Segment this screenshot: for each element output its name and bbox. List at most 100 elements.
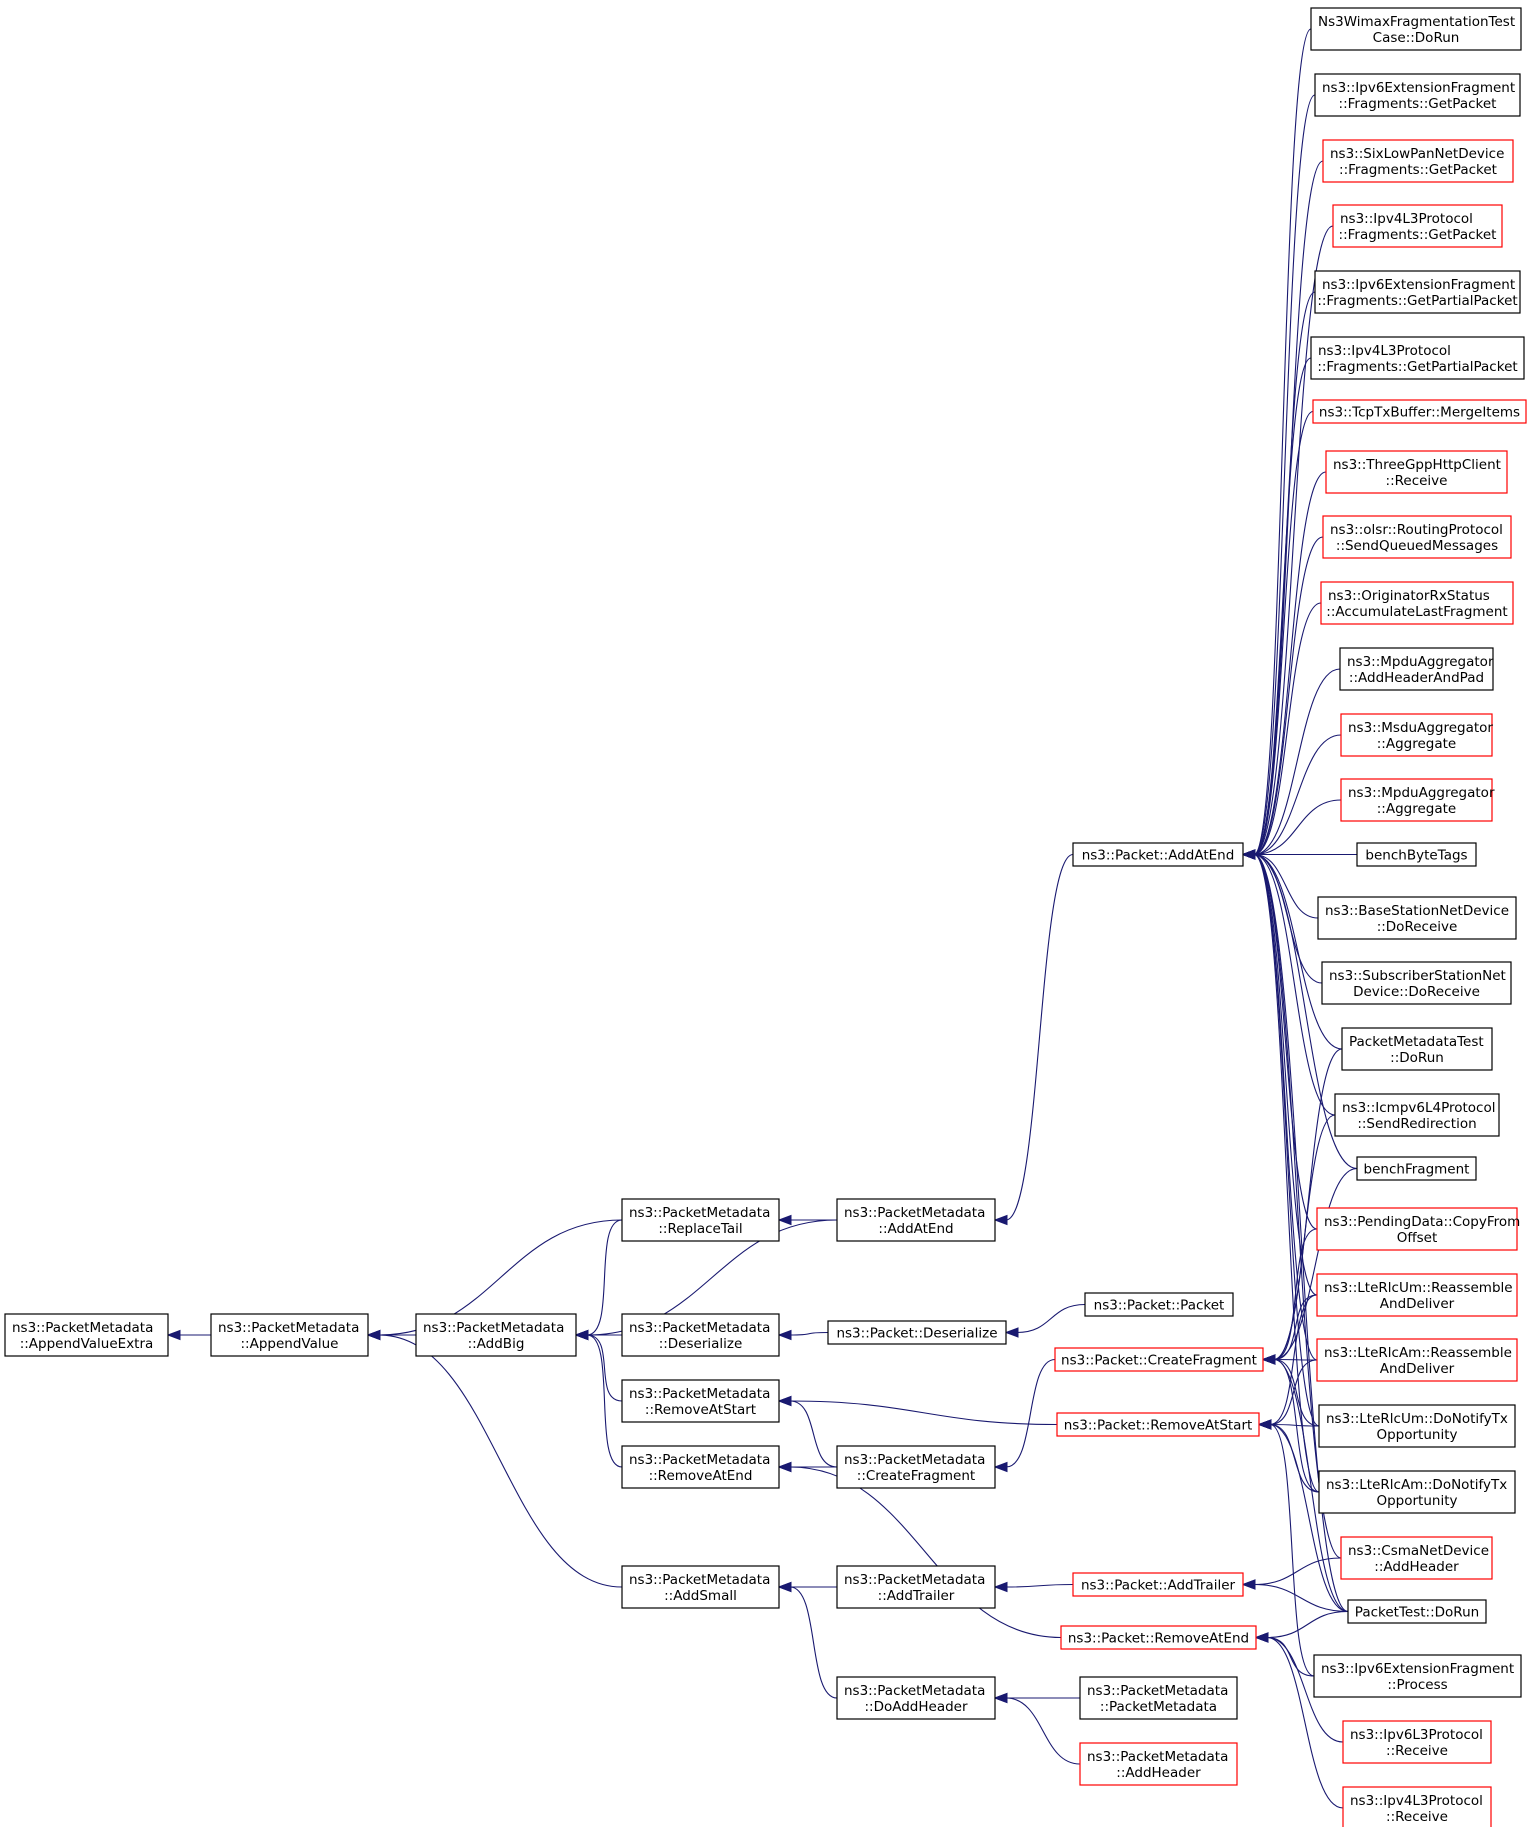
node-box [1060, 1625, 1257, 1650]
node-packet-createfragment[interactable]: ns3::Packet::CreateFragment [1054, 1347, 1264, 1372]
node-ipv4l3protocol-receive[interactable]: ns3::Ipv4L3Protocol::Receive [1342, 1786, 1492, 1827]
node-packet-deserialize[interactable]: ns3::Packet::Deserialize [827, 1320, 1007, 1345]
call-edge [1261, 1354, 1320, 1427]
node-ipv6extensionfragment-fragments-getpacket[interactable]: ns3::Ipv6ExtensionFragment::Fragments::G… [1314, 73, 1521, 117]
node-basestationnetdevice-doreceive[interactable]: ns3::BaseStationNetDevice::DoReceive [1317, 896, 1517, 940]
node-box [1312, 399, 1527, 424]
node-packet-addtrailer[interactable]: ns3::Packet::AddTrailer [1072, 1572, 1244, 1597]
node-packetmetadata-removeatend[interactable]: ns3::PacketMetadata::RemoveAtEnd [621, 1445, 780, 1489]
edge-line [1273, 1358, 1318, 1361]
call-edge [777, 1395, 1058, 1426]
node-msduaggregator-aggregate[interactable]: ns3::MsduAggregator::Aggregate [1340, 713, 1493, 757]
node-olsr-routingprotocol-sendqueuedmessages[interactable]: ns3::olsr::RoutingProtocol::SendQueuedMe… [1322, 515, 1512, 559]
node-ipv6extensionfragment-fragments-getpartialpacket[interactable]: ns3::Ipv6ExtensionFragment::Fragments::G… [1314, 270, 1521, 314]
node-label-line: ::DoRun [1390, 1050, 1444, 1066]
edge-line [1269, 1423, 1349, 1613]
node-box [1056, 1412, 1260, 1437]
edge-line [1253, 28, 1312, 856]
call-edges [166, 28, 1358, 1809]
node-originatorrxstatus-accumulatelastfragment[interactable]: ns3::OriginatorRxStatus::AccumulateLastF… [1320, 581, 1514, 625]
node-label-line: ns3::BaseStationNetDevice [1325, 903, 1509, 919]
node-box [1342, 1720, 1492, 1764]
node-packetmetadata-appendvalueextra[interactable]: ns3::PacketMetadata::AppendValueExtra [4, 1313, 169, 1357]
node-label-line: ::Fragments::GetPartialPacket [1317, 359, 1517, 375]
edge-line [1253, 853, 1319, 919]
node-benchbytetags[interactable]: benchByteTags [1356, 842, 1477, 867]
node-mpduaggregator-aggregate[interactable]: ns3::MpduAggregator::Aggregate [1340, 778, 1495, 822]
node-packet-packet[interactable]: ns3::Packet::Packet [1084, 1292, 1234, 1317]
node-packet-removeatstart[interactable]: ns3::Packet::RemoveAtStart [1056, 1412, 1260, 1437]
node-label-line: ::AddHeaderAndPad [1349, 670, 1484, 686]
node-label-line: ns3::Ipv6L3Protocol [1350, 1727, 1483, 1743]
node-ipv6l3protocol-receive[interactable]: ns3::Ipv6L3Protocol::Receive [1342, 1720, 1492, 1764]
node-ipv4l3protocol-fragments-getpacket[interactable]: ns3::Ipv4L3Protocol::Fragments::GetPacke… [1332, 204, 1503, 248]
edge-line [1273, 1358, 1320, 1427]
node-packetmetadata-doaddheader[interactable]: ns3::PacketMetadata::DoAddHeader [836, 1676, 996, 1720]
node-label-line: ns3::TcpTxBuffer::MergeItems [1319, 405, 1520, 421]
edge-line [1253, 734, 1342, 856]
call-edge [1241, 734, 1342, 860]
node-packetmetadata-deserialize[interactable]: ns3::PacketMetadata::Deserialize [621, 1313, 780, 1357]
node-label-line: ns3::Ipv4L3Protocol [1350, 1793, 1483, 1809]
edge-line [1273, 1114, 1336, 1361]
node-benchfragment[interactable]: benchFragment [1356, 1156, 1477, 1181]
node-packetmetadatatest-dorun[interactable]: PacketMetadataTest::DoRun [1341, 1027, 1493, 1071]
node-packetmetadata-addatend[interactable]: ns3::PacketMetadata::AddAtEnd [836, 1198, 996, 1242]
node-packetmetadata-packetmetadata[interactable]: ns3::PacketMetadata::PacketMetadata [1079, 1676, 1238, 1720]
node-packet-addatend[interactable]: ns3::Packet::AddAtEnd [1072, 842, 1244, 867]
node-packettest-dorun[interactable]: PacketTest::DoRun [1347, 1599, 1487, 1624]
node-packetmetadata-appendvalue[interactable]: ns3::PacketMetadata::AppendValue [210, 1313, 369, 1357]
node-ipv4l3protocol-fragments-getpartialpacket[interactable]: ns3::Ipv4L3Protocol::Fragments::GetParti… [1310, 336, 1525, 380]
node-csmanetdevice-addheader[interactable]: ns3::CsmaNetDevice::AddHeader [1340, 1536, 1493, 1580]
edge-line [1253, 853, 1320, 1427]
edge-arrowhead [1241, 1579, 1256, 1590]
node-label-line: ns3::Ipv6ExtensionFragment [1322, 277, 1515, 293]
node-mpduaggregator-addheaderandpad[interactable]: ns3::MpduAggregator::AddHeaderAndPad [1339, 647, 1494, 691]
node-label-line: ns3::PacketMetadata [629, 1320, 770, 1336]
node-tcptxbuffer-mergeitems[interactable]: ns3::TcpTxBuffer::MergeItems [1312, 399, 1527, 424]
node-packetmetadata-removeatstart[interactable]: ns3::PacketMetadata::RemoveAtStart [621, 1379, 780, 1423]
edge-arrowhead [1261, 1354, 1276, 1365]
node-box [1316, 1207, 1518, 1251]
node-packet-removeatend[interactable]: ns3::Packet::RemoveAtEnd [1060, 1625, 1257, 1650]
node-box [1321, 961, 1512, 1005]
edge-line [1005, 853, 1074, 1221]
node-icmpv6l4protocol-sendredirection[interactable]: ns3::Icmpv6L4Protocol::SendRedirection [1334, 1093, 1500, 1137]
node-packetmetadata-createfragment[interactable]: ns3::PacketMetadata::CreateFragment [836, 1445, 996, 1489]
edge-line [1273, 1294, 1318, 1361]
call-edge [1241, 1579, 1349, 1613]
edge-line [1269, 1359, 1318, 1426]
node-label-line: ::ReplaceTail [658, 1221, 742, 1237]
edge-arrowhead [1254, 1632, 1269, 1643]
node-box [1332, 204, 1503, 248]
edge-line [1253, 1583, 1349, 1613]
node-label-line: ns3::Ipv6ExtensionFragment [1322, 80, 1515, 96]
node-threegpphttpclient-receive[interactable]: ns3::ThreeGppHttpClient::Receive [1325, 450, 1508, 494]
node-packetmetadata-addbig[interactable]: ns3::PacketMetadata::AddBig [415, 1313, 577, 1357]
node-label-line: ns3::SubscriberStationNet [1329, 968, 1506, 984]
node-subscriberstationnetdevice-doreceive[interactable]: ns3::SubscriberStationNetDevice::DoRecei… [1321, 961, 1512, 1005]
node-box [1340, 778, 1493, 822]
node-box [621, 1379, 780, 1423]
node-ipv6extensionfragment-process[interactable]: ns3::Ipv6ExtensionFragment::Process [1313, 1654, 1522, 1698]
node-packetmetadata-replacetail[interactable]: ns3::PacketMetadata::ReplaceTail [621, 1198, 780, 1242]
node-packetmetadata-addtrailer[interactable]: ns3::PacketMetadata::AddTrailer [836, 1565, 996, 1609]
call-edge [574, 1329, 623, 1402]
node-packetmetadata-addsmall[interactable]: ns3::PacketMetadata::AddSmall [621, 1565, 780, 1609]
node-label-line: ns3::PacketMetadata [12, 1320, 153, 1336]
node-packetmetadata-addheader[interactable]: ns3::PacketMetadata::AddHeader [1079, 1742, 1238, 1786]
edge-line [789, 1400, 838, 1468]
node-label-line: Opportunity [1376, 1493, 1457, 1509]
node-sixlowpannetdevice-fragments-getpacket[interactable]: ns3::SixLowPanNetDevice::Fragments::GetP… [1322, 139, 1514, 183]
edge-arrowhead [1241, 849, 1256, 860]
edge-line [1253, 799, 1342, 856]
node-label-line: ::Process [1387, 1677, 1447, 1693]
node-label-line: ns3::LteRlcAm::DoNotifyTx [1326, 1477, 1507, 1493]
node-box [210, 1313, 369, 1357]
